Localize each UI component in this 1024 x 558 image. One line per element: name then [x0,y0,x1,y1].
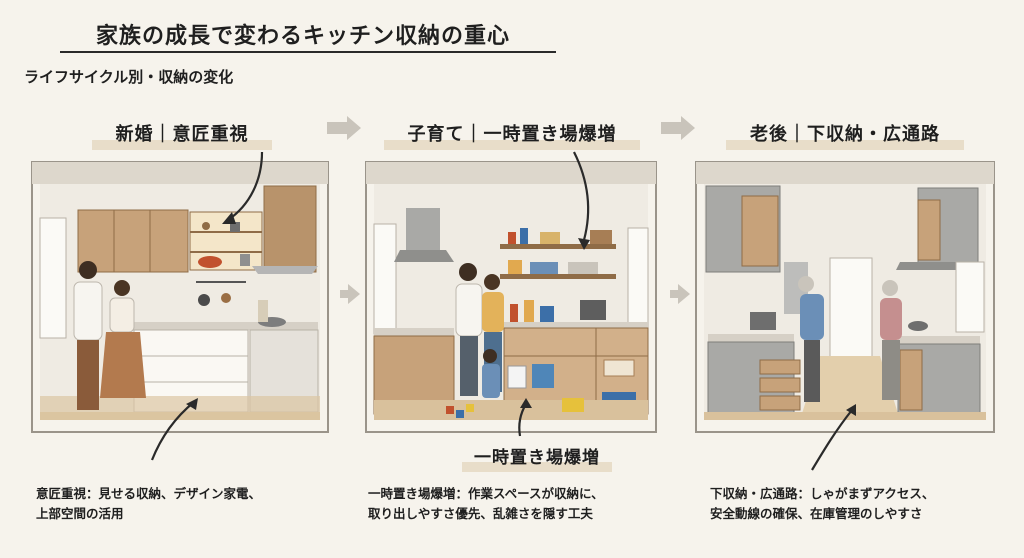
stage-label-childrearing: 子育て｜一時置き場爆増 [384,120,640,150]
arrow-right-icon [327,116,695,304]
desc-elderly: 下収納・広通路：しゃがまずアクセス、 安全動線の確保、在庫管理のしやすさ [710,486,935,521]
stage-label-elderly: 老後｜下収納・広通路 [726,120,964,150]
desc-newlywed: 意匠重視：見せる収納、デザイン家電、 上部空間の活用 [36,486,262,521]
scene-childrearing [365,161,657,433]
scene-elderly [695,161,995,433]
desc-childrearing: 一時置き場爆増：作業スペースが収納に、 取り出しやすさ優先、乱雑さを隠す工夫 [368,486,604,521]
callout-temporary-storage: 一時置き場爆増 [462,444,612,472]
scene-newlywed [31,161,329,433]
stage-label-newlywed: 新婚｜意匠重視 [92,120,272,150]
pointer-arrow-heads [186,212,856,416]
page-title: 家族の成長で変わるキッチン収納の重心 [96,24,511,49]
title-underline [60,51,556,53]
page-subtitle: ライフサイクル別・収納の変化 [24,68,234,86]
